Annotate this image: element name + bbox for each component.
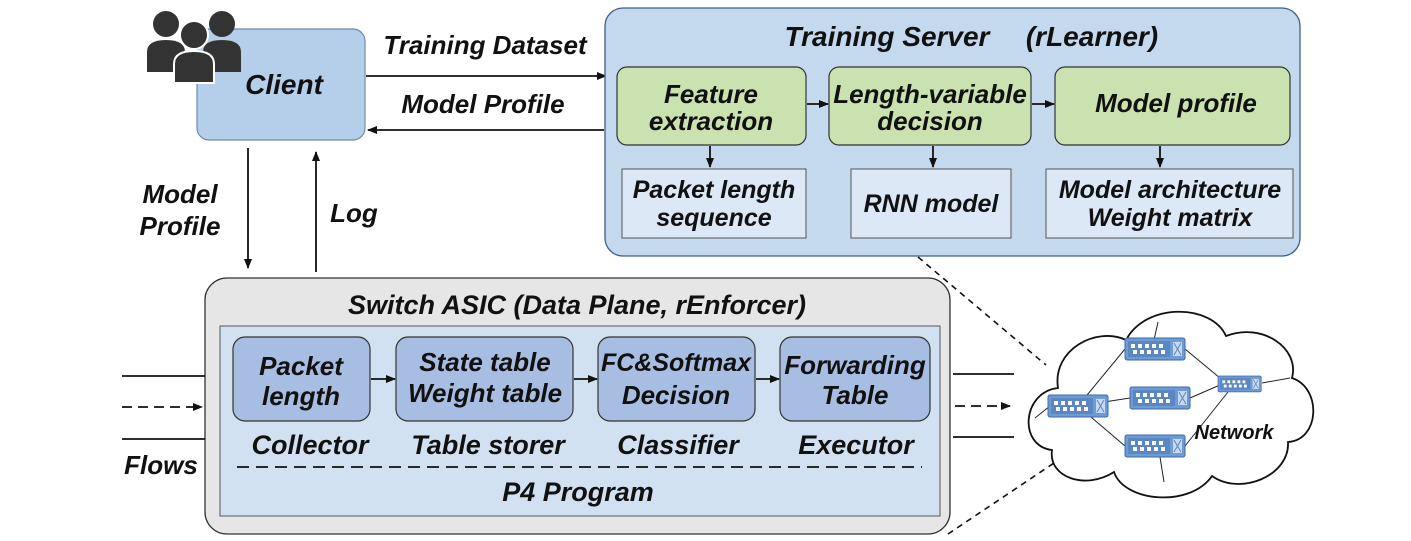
output-packet-length-sequence xyxy=(621,168,807,239)
module-4-line2: Table xyxy=(822,380,889,410)
stage-2-line2: decision xyxy=(877,106,982,136)
module-forwarding-table xyxy=(779,336,931,422)
stage-3-line1: Model profile xyxy=(1095,88,1257,118)
model-profile-top-label: Model Profile xyxy=(401,89,564,119)
flows-label: Flows xyxy=(124,450,198,480)
training-server-subtitle: (rLearner) xyxy=(1026,21,1158,52)
network-switch-icon-2 xyxy=(1129,386,1191,410)
client-switch-links: Model Profile Log xyxy=(140,148,378,272)
stage-1-line1: Feature xyxy=(664,79,758,109)
switch-asic-title: Switch ASIC (Data Plane, rEnforcer) xyxy=(348,290,806,320)
module-2-line2: Weight table xyxy=(408,378,562,408)
role-executor: Executor xyxy=(798,430,915,460)
output-rnn-model xyxy=(850,168,1012,239)
network-switch-icon-3 xyxy=(1047,394,1109,418)
network-label: Network xyxy=(1195,422,1275,444)
module-packet-length xyxy=(232,336,371,422)
training-server: Training Server (rLearner) Feature extra… xyxy=(604,7,1301,257)
output-1-line1: Packet length xyxy=(633,176,796,204)
output-3-line2: Weight matrix xyxy=(1088,204,1254,232)
output-3-line1: Model architecture xyxy=(1059,176,1281,204)
module-4-line1: Forwarding xyxy=(784,350,926,380)
model-profile-left-label-1: Model xyxy=(142,179,218,209)
p4-program-label: P4 Program xyxy=(502,477,654,507)
stage-length-variable-decision xyxy=(828,66,1032,146)
client-server-links: Training Dataset Model Profile xyxy=(366,30,607,134)
model-profile-left-label-2: Profile xyxy=(140,211,221,241)
stage-feature-extraction xyxy=(616,66,807,146)
role-collector: Collector xyxy=(251,430,370,460)
role-classifier: Classifier xyxy=(617,430,740,460)
output-1-line2: sequence xyxy=(656,204,771,232)
training-server-title: Training Server xyxy=(785,21,992,52)
log-label: Log xyxy=(330,198,378,228)
module-3-line2: Decision xyxy=(622,380,730,410)
output-model-architecture xyxy=(1045,168,1294,239)
stage-2-line1: Length-variable xyxy=(833,79,1027,109)
switch-asic: Switch ASIC (Data Plane, rEnforcer) Pack… xyxy=(204,277,951,535)
users-icon xyxy=(147,11,241,84)
module-3-line1: FC&Softmax xyxy=(601,349,752,377)
network-switch-icon-1 xyxy=(1124,337,1186,361)
network-switch-icon-5 xyxy=(1217,375,1262,393)
leader-line-bottom xyxy=(947,454,1067,535)
role-table-storer: Table storer xyxy=(411,430,566,460)
stage-1-line2: extraction xyxy=(649,106,773,136)
stage-model-profile xyxy=(1054,66,1291,146)
module-2-line1: State table xyxy=(419,347,551,377)
leader-line-top xyxy=(917,256,1047,366)
module-1-line2: length xyxy=(262,381,340,411)
training-dataset-label: Training Dataset xyxy=(383,30,588,60)
network-cloud: Network xyxy=(1027,310,1315,499)
module-state-weight-table xyxy=(395,336,574,422)
module-fc-softmax xyxy=(597,336,756,422)
flows: Flows xyxy=(122,373,1014,480)
output-2-line1: RNN model xyxy=(864,190,1000,218)
module-1-line1: Packet xyxy=(259,351,344,381)
network-switch-icon-4 xyxy=(1124,434,1186,458)
client-label: Client xyxy=(245,69,324,100)
client-node: Client xyxy=(147,11,366,141)
